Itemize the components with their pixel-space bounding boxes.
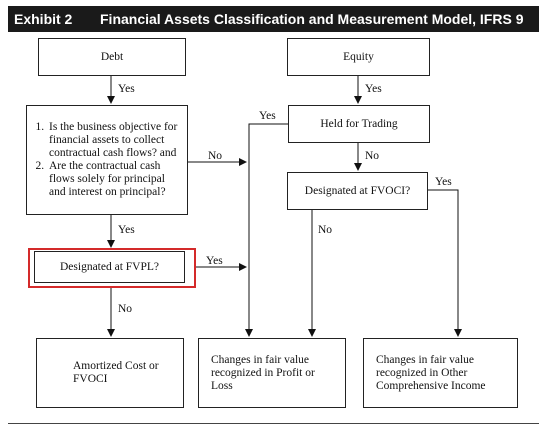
- changes-profit-loss-box: Changes in fair value recognized in Prof…: [198, 338, 346, 408]
- questions-no-label: No: [208, 150, 223, 162]
- held-for-trading-box: Held for Trading: [288, 105, 430, 143]
- designated-fvoci-label: Designated at FVOCI?: [304, 184, 411, 197]
- amortized-cost-box: Amortized Cost or FVOCI: [36, 338, 184, 408]
- amortized-cost-label: Amortized Cost or FVOCI: [73, 360, 159, 385]
- changes-oci-label: Changes in fair value recognized in Othe…: [376, 353, 486, 392]
- changes-profit-loss-label: Changes in fair value recognized in Prof…: [211, 353, 315, 392]
- designated-fvoci-box: Designated at FVOCI?: [287, 172, 428, 210]
- designated-fvpl-box: Designated at FVPL?: [34, 251, 185, 283]
- footer-rule: [8, 423, 539, 424]
- designated-fvpl-label: Designated at FVPL?: [59, 260, 159, 273]
- arrow-hft-yes: [245, 123, 288, 337]
- criteria-question-2: Are the contractual cash flows solely fo…: [47, 160, 181, 199]
- debt-yes-label: Yes: [118, 83, 135, 95]
- highlight-outline: [28, 248, 196, 288]
- exhibit-header: Exhibit 2 Financial Assets Classificatio…: [8, 6, 539, 32]
- held-for-trading-label: Held for Trading: [320, 117, 398, 130]
- changes-oci-box: Changes in fair value recognized in Othe…: [363, 338, 518, 408]
- fvoci-yes-label: Yes: [435, 176, 452, 188]
- equity-label: Equity: [343, 50, 374, 63]
- fvoci-no-label: No: [318, 224, 333, 236]
- fvpl-no-label: No: [118, 303, 133, 315]
- fvpl-yes-label: Yes: [206, 255, 223, 267]
- hft-no-label: No: [365, 150, 380, 162]
- questions-yes-label: Yes: [118, 224, 135, 236]
- criteria-list: Is the business objective for financial …: [35, 121, 181, 199]
- debt-label: Debt: [100, 50, 124, 63]
- debt-box: Debt: [38, 38, 186, 76]
- exhibit-title: Financial Assets Classification and Meas…: [100, 11, 524, 27]
- equity-yes-label: Yes: [365, 83, 382, 95]
- equity-box: Equity: [287, 38, 430, 76]
- hft-yes-label: Yes: [259, 110, 276, 122]
- criteria-question-1: Is the business objective for financial …: [47, 121, 181, 160]
- arrow-fvoci-yes: [428, 189, 462, 337]
- exhibit-number: Exhibit 2: [14, 11, 73, 27]
- business-objective-questions-box: Is the business objective for financial …: [26, 105, 188, 215]
